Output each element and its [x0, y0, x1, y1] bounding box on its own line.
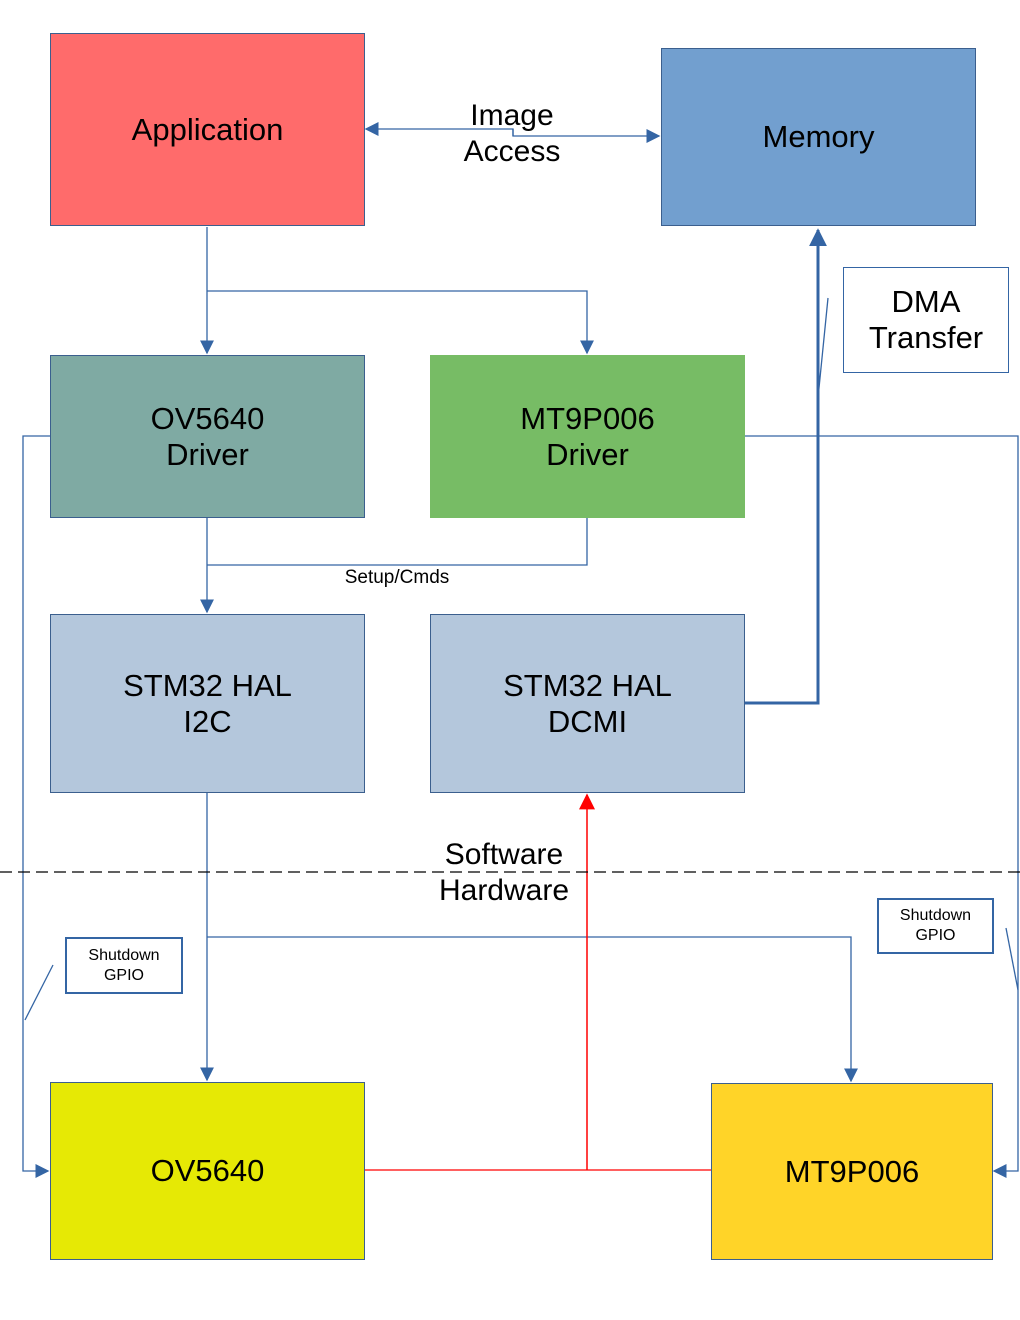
image-access-label: Image Access: [463, 99, 561, 168]
shutdown-gpio-right-label: Shutdown GPIO: [899, 907, 972, 944]
ov5640-sensor-label: OV5640: [150, 1153, 265, 1188]
image-access-connector-right: [512, 129, 661, 143]
mt9p006-sensor-block: MT9P006: [711, 1083, 993, 1260]
ov5640-sensor-block: OV5640: [50, 1082, 365, 1260]
stm32-hal-i2c-block: STM32 HAL I2C: [50, 614, 365, 793]
setup-cmds-label: Setup/Cmds: [344, 567, 450, 588]
left-gpio-callout-line: [24, 964, 54, 1021]
shutdown-gpio-callout-left: Shutdown GPIO: [65, 937, 183, 994]
ov5640-shutdown-gpio-connector: [22, 435, 50, 1178]
stm32-hal-i2c-label: STM32 HAL I2C: [123, 667, 292, 739]
i2c-to-mt9p006-connector: [207, 936, 858, 1083]
shutdown-gpio-callout-right: Shutdown GPIO: [877, 898, 994, 954]
hardware-label: Hardware: [438, 874, 570, 907]
mt9p006-shutdown-gpio-connector: [745, 435, 1019, 1178]
dma-transfer-callout: DMA Transfer: [843, 267, 1009, 373]
right-gpio-callout-line: [1005, 927, 1019, 991]
ov5640-driver-label: OV5640 Driver: [150, 400, 265, 472]
memory-label: Memory: [762, 119, 875, 154]
memory-block: Memory: [661, 48, 976, 226]
mt9p006-driver-label: MT9P006 Driver: [520, 400, 655, 472]
mt9p006-driver-block: MT9P006 Driver: [430, 355, 745, 518]
ov5640-driver-block: OV5640 Driver: [50, 355, 365, 518]
dma-transfer-connector: [745, 228, 827, 705]
app-to-mt9p006-driver-connector: [207, 290, 594, 355]
dma-callout-line: [817, 297, 829, 399]
mt9p006-driver-to-i2c-connector: [207, 518, 588, 566]
stm32-hal-dcmi-block: STM32 HAL DCMI: [430, 614, 745, 793]
shutdown-gpio-left-label: Shutdown GPIO: [88, 946, 160, 984]
software-label: Software: [444, 838, 564, 871]
application-block: Application: [50, 33, 365, 226]
stm32-hal-dcmi-label: STM32 HAL DCMI: [503, 667, 672, 739]
application-label: Application: [131, 111, 284, 147]
dma-transfer-label: DMA Transfer: [868, 284, 984, 355]
mt9p006-sensor-label: MT9P006: [784, 1153, 920, 1189]
